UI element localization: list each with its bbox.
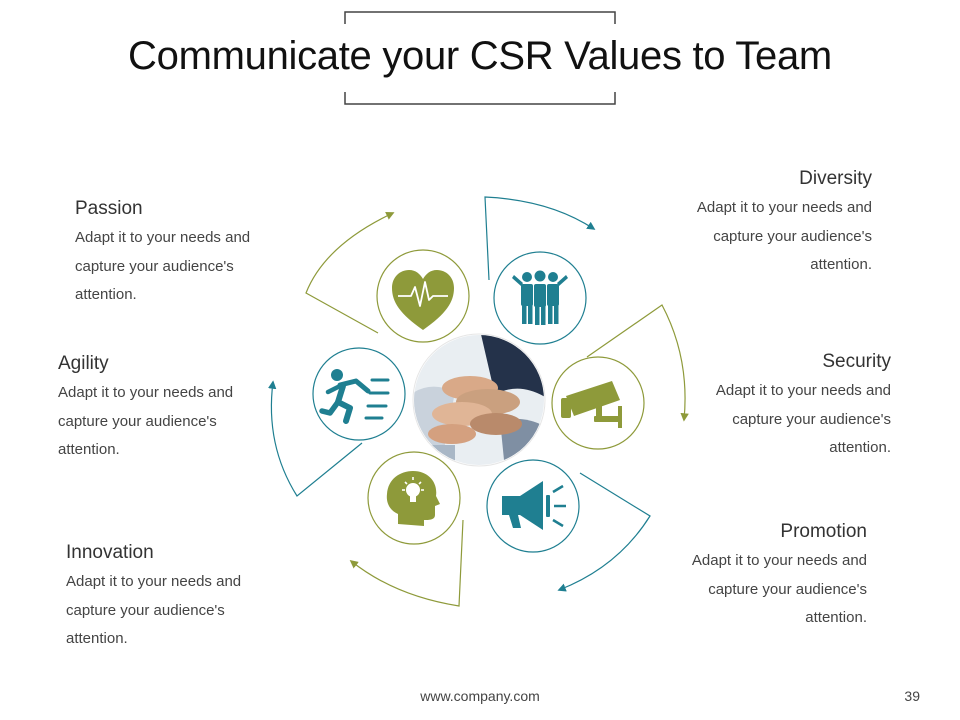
diversity-node [493, 251, 587, 345]
title-frame [344, 11, 616, 105]
arrow-innovation [349, 519, 464, 607]
promotion-text: Adapt it to your needs and capture your … [691, 552, 867, 626]
arrow-promotion [557, 472, 651, 592]
passion-heading: Passion [75, 198, 143, 219]
promotion-heading: Promotion [780, 521, 867, 542]
page-number: 39 [904, 688, 920, 704]
agility-node [312, 347, 406, 441]
arrow-security [586, 304, 689, 422]
promotion-block: Promotion Adapt it to your needs and cap… [652, 521, 867, 633]
diversity-block: Diversity Adapt it to your needs and cap… [657, 168, 872, 280]
security-camera-icon [561, 381, 622, 428]
agility-block: Agility Adapt it to your needs and captu… [58, 353, 273, 465]
arrow-passion [305, 212, 395, 334]
footer-url: www.company.com [420, 688, 540, 704]
heart-pulse-icon [392, 270, 454, 330]
arrow-agility [267, 380, 363, 497]
diversity-text: Adapt it to your needs and capture your … [696, 199, 872, 273]
megaphone-icon [502, 481, 566, 530]
passion-node [376, 249, 470, 343]
arrow-diversity [484, 196, 596, 281]
group-people-icon [512, 270, 568, 325]
security-text: Adapt it to your needs and capture your … [715, 382, 891, 456]
diversity-heading: Diversity [799, 168, 872, 189]
security-block: Security Adapt it to your needs and capt… [676, 351, 891, 463]
innovation-text: Adapt it to your needs and capture your … [66, 573, 242, 647]
innovation-node [367, 451, 461, 545]
idea-head-icon [386, 471, 440, 526]
security-node [551, 356, 645, 450]
innovation-heading: Innovation [66, 542, 154, 563]
team-hands-photo [412, 333, 546, 467]
passion-block: Passion Adapt it to your needs and captu… [75, 198, 290, 310]
promotion-node [486, 459, 580, 553]
innovation-block: Innovation Adapt it to your needs and ca… [66, 542, 281, 654]
security-heading: Security [822, 351, 891, 372]
passion-text: Adapt it to your needs and capture your … [75, 229, 251, 303]
agility-text: Adapt it to your needs and capture your … [58, 384, 234, 458]
agility-heading: Agility [58, 353, 109, 374]
slide-title: Communicate your CSR Values to Team [128, 34, 832, 78]
running-person-icon [319, 369, 390, 424]
